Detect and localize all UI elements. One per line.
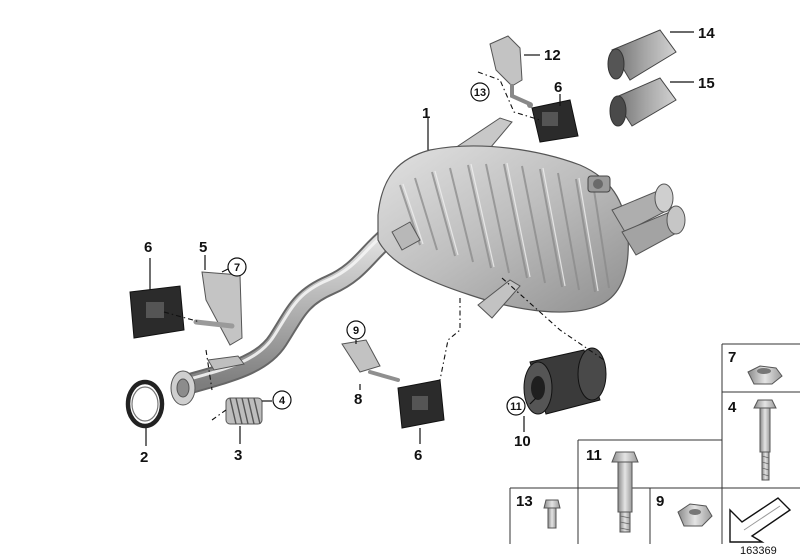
reference-number: 163369 — [740, 545, 777, 557]
legend-cell-9: 9 — [656, 493, 713, 527]
callout-6-left: 6 — [144, 239, 152, 256]
leader-lines — [145, 31, 694, 446]
svg-text:9: 9 — [656, 493, 664, 510]
svg-text:7: 7 — [234, 262, 240, 274]
muffler-tailpipes — [611, 183, 686, 256]
callout-3: 3 — [234, 447, 242, 464]
callout-2: 2 — [140, 449, 148, 466]
fastener-legend: 7 4 11 13 — [509, 343, 800, 544]
callout-1: 1 — [422, 105, 430, 122]
svg-text:4: 4 — [728, 399, 737, 416]
gasket-ring-2 — [125, 379, 165, 429]
legend-cell-11: 11 — [586, 447, 639, 533]
svg-text:4: 4 — [279, 395, 286, 407]
tailpipe-tip-15 — [609, 77, 677, 127]
callout-5: 5 — [199, 239, 207, 256]
legend-cell-4: 4 — [728, 399, 777, 481]
rear-muffler — [377, 117, 629, 319]
rubber-mount-6-bottom — [397, 379, 445, 429]
rubber-bushing-10 — [523, 347, 607, 415]
rubber-mount-6-left — [129, 285, 185, 339]
callouts: 1 2 3 5 6 6 6 8 10 12 14 15 4 7 9 11 13 — [140, 25, 715, 466]
svg-text:13: 13 — [516, 493, 533, 510]
rubber-mount-6-top — [531, 99, 579, 143]
callout-15: 15 — [698, 75, 715, 92]
front-pipe — [170, 217, 419, 406]
legend-cell-7: 7 — [728, 349, 783, 385]
callout-9: 9 — [346, 320, 366, 340]
svg-text:11: 11 — [510, 401, 522, 413]
compression-spring-3 — [225, 397, 263, 425]
callout-14: 14 — [698, 25, 715, 42]
svg-text:13: 13 — [474, 87, 486, 99]
callout-8: 8 — [354, 391, 362, 408]
callout-13: 13 — [470, 82, 490, 102]
callout-6-top: 6 — [554, 79, 562, 96]
bracket-5 — [193, 271, 243, 346]
part-12-bracket — [489, 35, 533, 108]
callout-7: 7 — [227, 257, 247, 277]
assembly-lines — [163, 71, 605, 421]
svg-text:9: 9 — [353, 325, 359, 337]
tailpipe-tip-14 — [607, 29, 677, 81]
direction-arrow-icon — [729, 497, 792, 543]
callout-6-bottom: 6 — [414, 447, 422, 464]
callout-4: 4 — [272, 390, 292, 410]
svg-text:11: 11 — [586, 447, 602, 464]
callout-12: 12 — [544, 47, 561, 64]
bracket-8 — [341, 339, 400, 382]
legend-cell-13: 13 — [516, 493, 561, 529]
callout-11: 11 — [506, 396, 526, 416]
svg-text:7: 7 — [728, 349, 736, 366]
callout-10: 10 — [514, 433, 531, 450]
